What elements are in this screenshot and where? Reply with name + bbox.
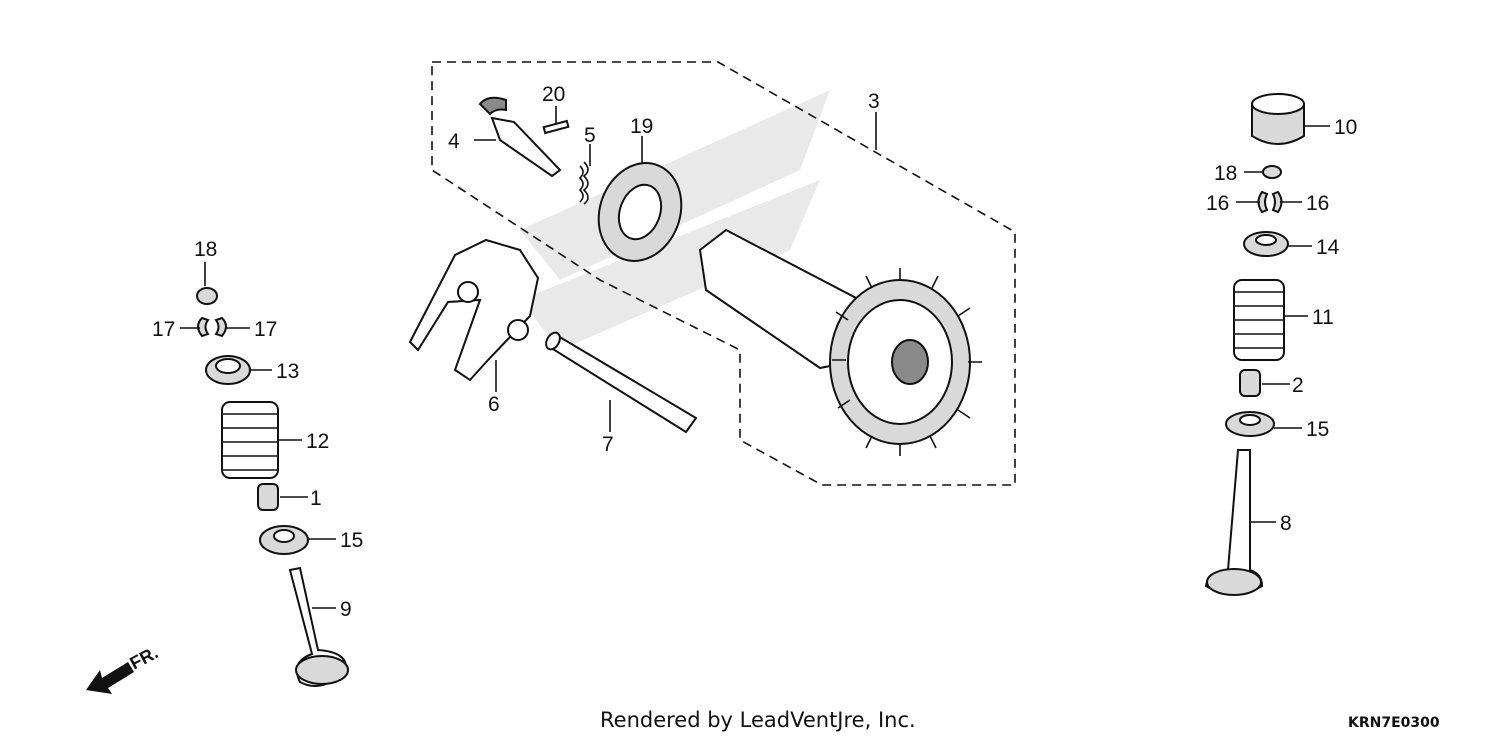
diagram-code: KRN7E0300	[1348, 715, 1440, 731]
part-1-stem-seal	[257, 483, 279, 511]
part-8-valve	[1204, 449, 1264, 596]
render-credit: Rendered by LeadVentJre, Inc.	[600, 708, 916, 732]
part-2-stem-seal	[1239, 369, 1261, 397]
part-12-spring	[221, 401, 279, 479]
part-4-decompressor-shaft	[478, 96, 562, 178]
callout-17-right: 17	[254, 318, 277, 341]
front-direction-marker: FR.	[86, 642, 161, 694]
callout-18-left: 18	[194, 238, 217, 261]
callout-17-left: 17	[152, 318, 175, 341]
callout-8: 8	[1280, 512, 1292, 535]
callout-13: 13	[276, 360, 299, 383]
part-18-cotter-right	[1262, 165, 1282, 179]
part-6-rocker-arm	[408, 238, 540, 382]
part-3-camshaft	[698, 228, 982, 456]
part-7-rocker-shaft	[545, 331, 698, 434]
part-11-spring	[1233, 279, 1285, 361]
part-10-tappet	[1251, 93, 1305, 145]
callout-16-right: 16	[1306, 192, 1329, 215]
callout-9: 9	[340, 598, 352, 621]
part-9-valve	[288, 566, 349, 687]
callout-3: 3	[868, 90, 880, 113]
part-15-seat-left	[259, 525, 309, 555]
part-19-bearing	[597, 162, 683, 262]
part-16-keepers-right	[1257, 190, 1283, 214]
callout-15-right: 15	[1306, 418, 1329, 441]
callout-18-right: 18	[1214, 162, 1237, 185]
assembly-boundary	[431, 61, 1016, 486]
callout-15-left: 15	[340, 529, 363, 552]
callout-4: 4	[448, 130, 460, 153]
callout-5: 5	[584, 124, 596, 147]
callout-14: 14	[1316, 236, 1340, 259]
callout-2: 2	[1292, 374, 1304, 397]
part-13-retainer	[205, 355, 251, 385]
callout-19: 19	[630, 115, 653, 138]
front-arrow-icon	[86, 662, 134, 694]
part-5-spring	[578, 161, 589, 205]
callout-16-left: 16	[1206, 192, 1229, 215]
callout-20: 20	[542, 83, 565, 106]
part-18-cotter-left	[196, 287, 218, 305]
callout-10: 10	[1334, 116, 1357, 139]
callout-11: 11	[1312, 306, 1334, 329]
callout-6: 6	[488, 393, 500, 416]
callout-7: 7	[602, 433, 614, 456]
part-15-seat-right	[1225, 411, 1275, 437]
callout-1: 1	[310, 487, 322, 510]
part-14-retainer	[1243, 231, 1289, 257]
callout-labels: 1 2 3 4 5 6 7 8 9 10 11 12 13 14 15 15 1…	[152, 83, 1357, 621]
leader-lines	[180, 106, 1330, 609]
part-17-keepers-left	[197, 316, 227, 338]
part-20-pin	[542, 119, 570, 135]
callout-12: 12	[306, 430, 329, 453]
